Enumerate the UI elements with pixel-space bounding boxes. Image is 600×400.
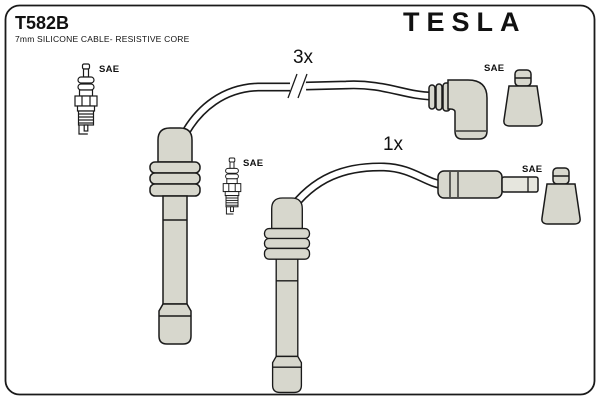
sae-label-spark-plug-left: SAE xyxy=(99,64,119,75)
ignition-wire-1x xyxy=(285,162,445,215)
straight-connector-1x xyxy=(437,170,539,199)
wire-break-symbol xyxy=(287,73,308,99)
sae-label-cap-1x: SAE xyxy=(522,164,542,175)
sae-label-cap-3x: SAE xyxy=(484,63,504,74)
terminal-cap-1x xyxy=(541,167,581,225)
quantity-label-3x: 3x xyxy=(293,47,314,68)
diagram-border xyxy=(4,4,596,396)
coil-boot-3x xyxy=(149,127,201,345)
spark-plug-icon-left xyxy=(74,63,98,135)
terminal-cap-3x xyxy=(503,69,543,127)
spark-plug-icon-center xyxy=(222,157,242,215)
sae-label-spark-plug-center: SAE xyxy=(243,158,263,169)
quantity-label-1x: 1x xyxy=(383,134,404,155)
metal-terminal-tip xyxy=(501,176,539,193)
ignition-wire-3x xyxy=(176,80,433,144)
coil-boot-1x xyxy=(263,197,311,394)
tesla-logo: TESLA xyxy=(403,7,527,37)
product-description: 7mm SILICONE CABLE- RESISTIVE CORE xyxy=(15,34,190,44)
elbow-boot-3x xyxy=(428,79,488,140)
part-number: T582B xyxy=(15,13,69,33)
